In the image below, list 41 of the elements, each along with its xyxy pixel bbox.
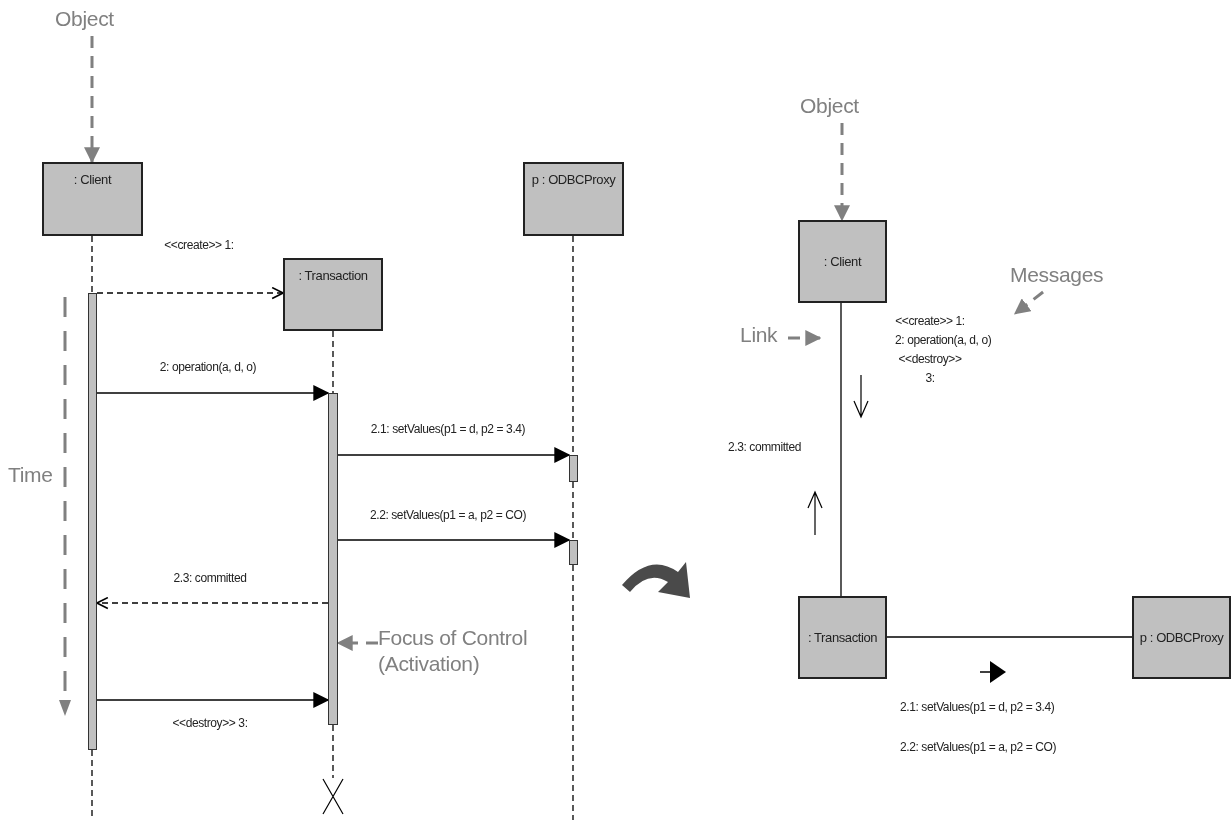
message-label: 2.2: setValues(p1 = a, p2 = CO): [900, 740, 1057, 754]
message-text: <<destroy>> 3:: [897, 351, 963, 387]
object-box: : Client: [42, 162, 143, 236]
message-arrow: [96, 596, 329, 610]
lifeline: [91, 235, 93, 294]
message-label: 2.3: committed: [728, 440, 802, 454]
message-arrow: [96, 286, 284, 300]
lifeline: [332, 330, 334, 394]
activation-bar: [328, 393, 338, 725]
link-line: [886, 636, 1133, 638]
object-box: : Transaction: [283, 258, 383, 331]
object-box: : Transaction: [798, 596, 887, 679]
activation-bar: [569, 455, 578, 482]
message-arrow: [337, 532, 571, 548]
object-box: p : ODBCProxy: [1132, 596, 1231, 679]
object-box: : Client: [798, 220, 887, 303]
lifeline: [332, 724, 334, 779]
lifeline: [572, 564, 574, 820]
leader-line: [336, 635, 378, 651]
activation-bar: [569, 540, 578, 565]
message-arrow: [96, 692, 330, 708]
leader-line: [1013, 290, 1044, 315]
axis-label: Time: [8, 462, 53, 488]
message-text: <<create>> 1:: [895, 313, 965, 330]
message-text: 2: operation(a, d, o): [895, 332, 993, 349]
lifeline: [572, 481, 574, 541]
callout-text: Focus of Control (Activation): [378, 625, 548, 681]
object-box: p : ODBCProxy: [523, 162, 624, 236]
leader-line: [788, 330, 822, 346]
callout-text: Messages: [1010, 262, 1115, 292]
message-label: 2.1: setValues(p1 = d, p2 = 3.4): [900, 700, 1055, 714]
callout-text: Object: [55, 6, 135, 36]
message-arrow: [337, 447, 571, 463]
callout-text: Link: [740, 322, 788, 352]
message-arrow: [96, 385, 330, 401]
activation-bar: [88, 293, 97, 750]
callout-text: Object: [800, 93, 885, 123]
leader-line: [84, 36, 100, 164]
destroy-mark: [322, 778, 344, 815]
link-line: [840, 302, 842, 597]
leader-line: [834, 123, 850, 222]
